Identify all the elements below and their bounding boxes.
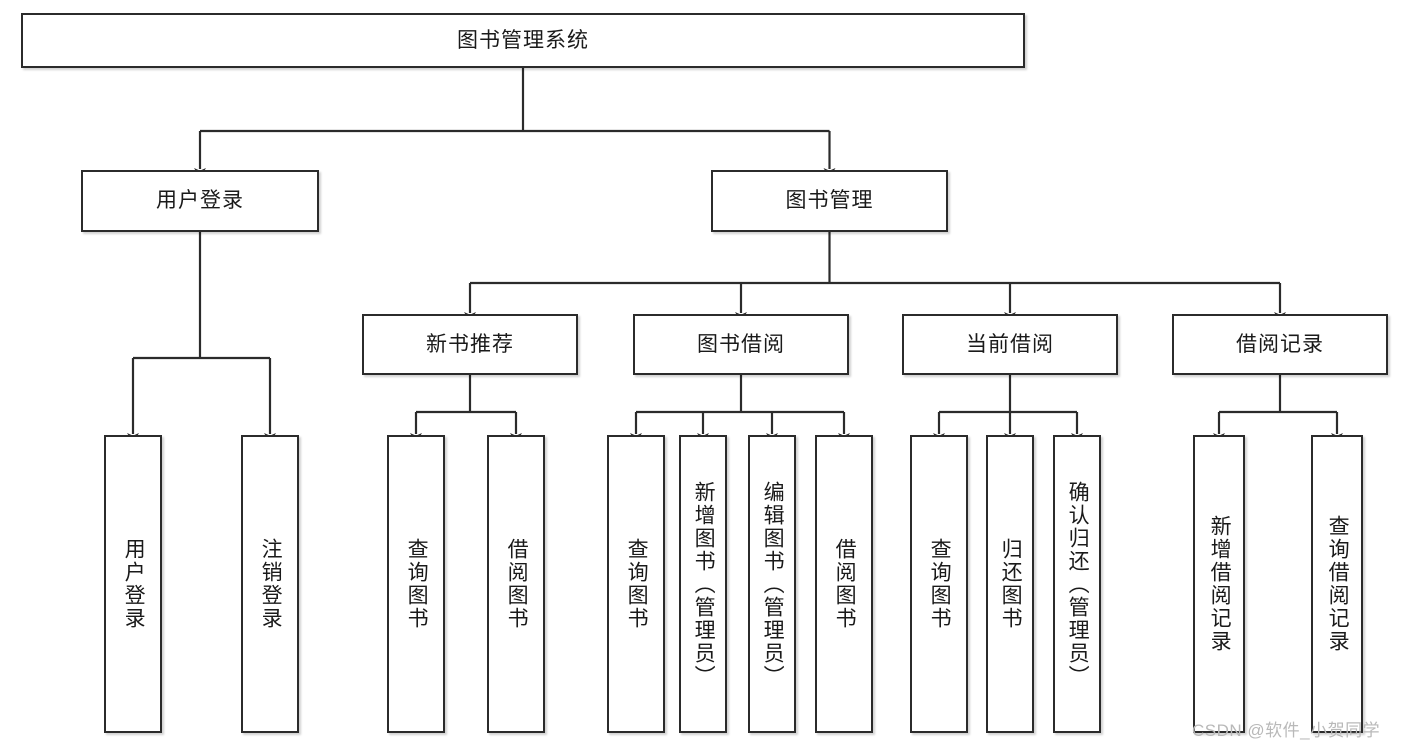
node-l3-current-borrow[interactable]: 当前借阅 [902, 314, 1118, 375]
node-label: 查询图书 [625, 538, 649, 630]
node-leaf-bb-add[interactable]: 新增图书（管理员） [679, 435, 727, 733]
node-label: 新增图书（管理员） [692, 480, 716, 688]
node-l3-new-book-rec[interactable]: 新书推荐 [362, 314, 578, 375]
node-leaf-bb-borrow[interactable]: 借阅图书 [815, 435, 873, 733]
node-l2-user-login[interactable]: 用户登录 [81, 170, 319, 232]
node-leaf-user-logout[interactable]: 注销登录 [241, 435, 299, 733]
watermark: CSDN @软件_小贺同学 [1192, 721, 1381, 740]
node-label: 借阅记录 [1236, 332, 1324, 356]
node-leaf-bb-query[interactable]: 查询图书 [607, 435, 665, 733]
node-label: 当前借阅 [966, 332, 1054, 356]
node-label: 编辑图书（管理员） [761, 480, 785, 688]
node-leaf-br-query[interactable]: 查询借阅记录 [1311, 435, 1363, 733]
node-label: 图书借阅 [697, 332, 785, 356]
node-label: 图书管理系统 [457, 28, 589, 52]
node-root[interactable]: 图书管理系统 [21, 13, 1025, 68]
node-leaf-cb-confirm[interactable]: 确认归还（管理员） [1053, 435, 1101, 733]
node-label: 归还图书 [999, 538, 1023, 630]
node-label: 用户登录 [122, 538, 146, 630]
node-label: 查询借阅记录 [1326, 515, 1350, 653]
node-label: 新书推荐 [426, 332, 514, 356]
node-leaf-bb-edit[interactable]: 编辑图书（管理员） [748, 435, 796, 733]
node-leaf-cb-query[interactable]: 查询图书 [910, 435, 968, 733]
node-leaf-rec-borrow[interactable]: 借阅图书 [487, 435, 545, 733]
node-l3-book-borrow[interactable]: 图书借阅 [633, 314, 849, 375]
node-label: 借阅图书 [833, 538, 857, 630]
node-label: 图书管理 [785, 189, 874, 213]
node-leaf-rec-query[interactable]: 查询图书 [387, 435, 445, 733]
node-leaf-cb-return[interactable]: 归还图书 [986, 435, 1034, 733]
node-label: 新增借阅记录 [1208, 515, 1232, 653]
node-leaf-br-add[interactable]: 新增借阅记录 [1193, 435, 1245, 733]
node-label: 查询图书 [928, 538, 952, 630]
node-l3-borrow-record[interactable]: 借阅记录 [1172, 314, 1388, 375]
node-l2-book-mgmt[interactable]: 图书管理 [711, 170, 948, 232]
node-leaf-user-login[interactable]: 用户登录 [104, 435, 162, 733]
node-label: 用户登录 [156, 189, 244, 213]
node-label: 确认归还（管理员） [1066, 480, 1090, 688]
node-label: 查询图书 [405, 538, 429, 630]
node-label: 借阅图书 [505, 538, 529, 630]
node-label: 注销登录 [259, 538, 283, 630]
